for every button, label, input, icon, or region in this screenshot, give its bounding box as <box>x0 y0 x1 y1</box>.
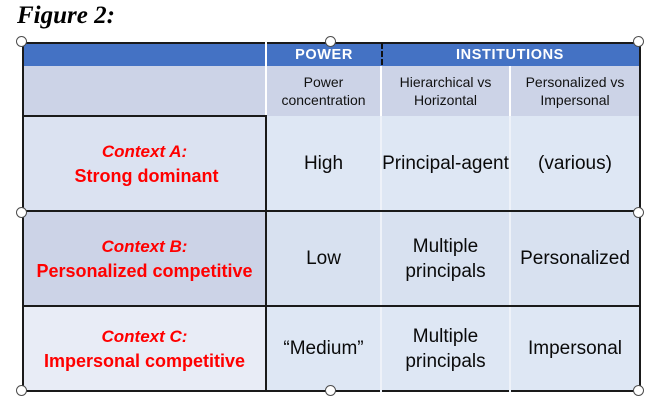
subheader-personalized-vs-impersonal: Personalized vs Impersonal <box>509 66 640 116</box>
selection-handle-top-center[interactable] <box>325 36 336 47</box>
row-b-context-cell: Context B: Personalized competitive <box>23 211 266 307</box>
header-group-dashed-divider <box>381 43 383 65</box>
selection-handle-bottom-left[interactable] <box>16 385 27 396</box>
selection-handle-bottom-center[interactable] <box>325 385 336 396</box>
subheader-power-concentration: Power concentration <box>265 66 381 116</box>
row-c-personalized-vs-impersonal: Impersonal <box>509 306 640 391</box>
table-row[interactable]: Context C: Impersonal competitive “Mediu… <box>23 306 640 391</box>
row-b-context-sub: Personalized competitive <box>36 260 253 281</box>
row-c-context-cell: Context C: Impersonal competitive <box>23 306 266 391</box>
header-group-institutions: INSTITUTIONS <box>381 43 640 66</box>
row-a-hierarchical-vs-horizontal: Principal-agent <box>380 116 510 212</box>
row-a-power-concentration: High <box>265 116 381 212</box>
row-c-hierarchical-vs-horizontal: Multiple principals <box>380 306 510 391</box>
row-b-hierarchical-vs-horizontal: Multiple principals <box>380 211 510 307</box>
selection-handle-top-left[interactable] <box>16 36 27 47</box>
row-b-power-concentration: Low <box>265 211 381 307</box>
table-header-group-row: POWER INSTITUTIONS <box>23 43 640 66</box>
row-b-context-title: Context B: <box>101 236 188 256</box>
row-c-context-sub: Impersonal competitive <box>43 350 246 371</box>
row-c-power-concentration: “Medium” <box>265 306 381 391</box>
header-group-power: POWER <box>265 43 381 66</box>
selection-handle-bottom-right[interactable] <box>633 385 644 396</box>
row-a-context-title: Context A: <box>101 141 188 161</box>
figure-caption: Figure 2: <box>17 2 115 29</box>
comparison-table[interactable]: POWER INSTITUTIONS Power concentration H… <box>22 42 641 392</box>
figure-table-object[interactable]: POWER INSTITUTIONS Power concentration H… <box>16 36 644 396</box>
subheader-hierarchical-vs-horizontal: Hierarchical vs Horizontal <box>380 66 510 116</box>
row-c-context-title: Context C: <box>101 326 188 346</box>
table-subheader-row: Power concentration Hierarchical vs Hori… <box>23 66 640 117</box>
table-row[interactable]: Context A: Strong dominant High Principa… <box>23 116 640 212</box>
selection-handle-top-right[interactable] <box>633 36 644 47</box>
row-b-personalized-vs-impersonal: Personalized <box>509 211 640 307</box>
selection-handle-middle-right[interactable] <box>633 207 644 218</box>
row-a-context-sub: Strong dominant <box>74 165 219 186</box>
subheader-blank <box>23 66 266 117</box>
row-a-personalized-vs-impersonal: (various) <box>509 116 640 212</box>
row-a-context-cell: Context A: Strong dominant <box>23 116 266 212</box>
table-row[interactable]: Context B: Personalized competitive Low … <box>23 211 640 307</box>
selection-handle-middle-left[interactable] <box>16 207 27 218</box>
header-corner-blank <box>23 43 266 66</box>
